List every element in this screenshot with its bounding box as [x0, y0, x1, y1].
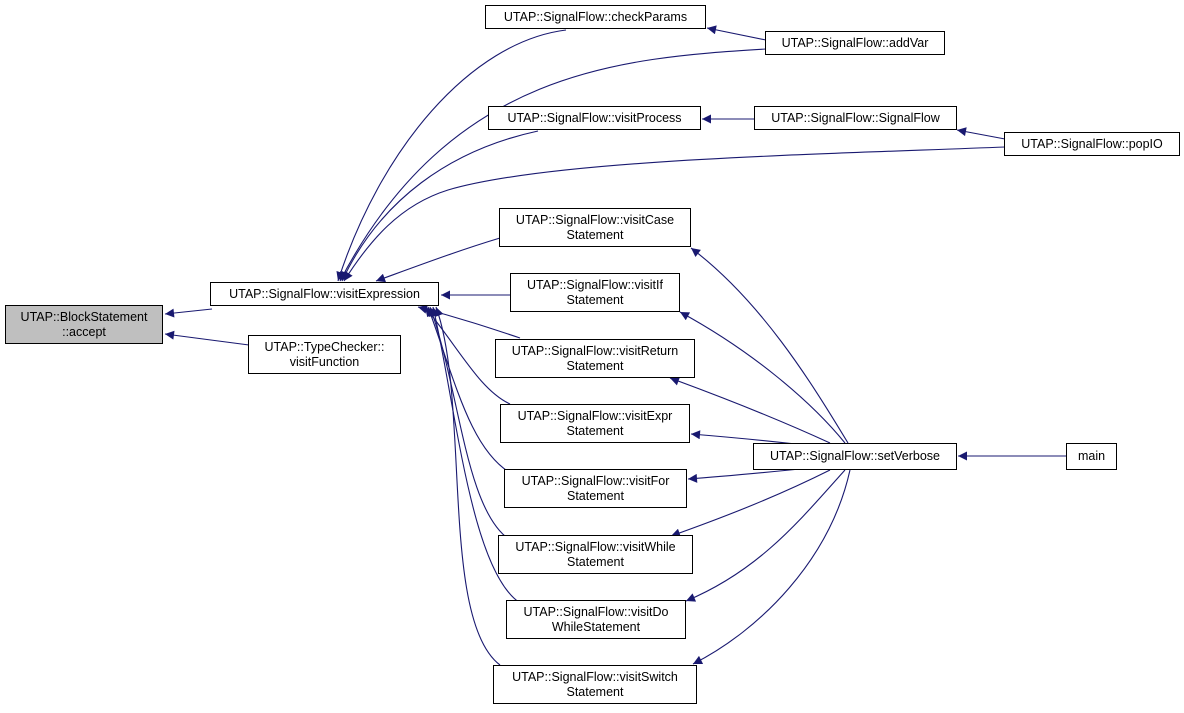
edge-visitprocess-to-visitexpression [341, 130, 539, 282]
node-signalflow-setverbose[interactable]: UTAP::SignalFlow::setVerbose [753, 443, 957, 470]
edge-visitexpression-to-accept [164, 308, 213, 318]
node-main[interactable]: main [1066, 443, 1117, 470]
node-signalflow-visitforstatement[interactable]: UTAP::SignalFlow::visitFor Statement [504, 469, 687, 508]
edge-visitcase-to-visitexpression [375, 237, 501, 283]
edge-addvar-to-checkparams [706, 25, 767, 41]
edge-visitdowhile-to-visitexpression [430, 306, 521, 604]
edge-visitfunction-to-accept [164, 330, 250, 346]
node-signalflow-popio[interactable]: UTAP::SignalFlow::popIO [1004, 132, 1180, 156]
edge-visitswitch-to-visitexpression [434, 306, 501, 666]
edge-popio-to-visitexpression [343, 146, 1006, 282]
node-signalflow-visitprocess[interactable]: UTAP::SignalFlow::visitProcess [488, 106, 701, 130]
node-signalflow-visitdowhilestatement[interactable]: UTAP::SignalFlow::visitDo WhileStatement [506, 600, 686, 639]
edge-popio-to-signalflow [956, 127, 1006, 140]
node-typechecker-visitfunction[interactable]: UTAP::TypeChecker:: visitFunction [248, 335, 401, 374]
node-signalflow-visitswitchstatement[interactable]: UTAP::SignalFlow::visitSwitch Statement [493, 665, 697, 704]
edge-setverbose-to-visitwhile [670, 469, 831, 538]
edge-setverbose-to-visitcase [690, 247, 849, 444]
node-signalflow-visitifstatement[interactable]: UTAP::SignalFlow::visitIf Statement [510, 273, 680, 312]
edge-setverbose-to-visitdowhile [685, 469, 846, 602]
node-signalflow-visitwhilestatement[interactable]: UTAP::SignalFlow::visitWhile Statement [498, 535, 693, 574]
edge-setverbose-to-visitreturn [669, 376, 831, 444]
edge-checkparams-to-visitexpression [336, 29, 567, 282]
node-signalflow-constructor[interactable]: UTAP::SignalFlow::SignalFlow [754, 106, 957, 130]
edge-setverbose-to-visitif [679, 311, 846, 444]
node-signalflow-visitexpression[interactable]: UTAP::SignalFlow::visitExpression [210, 282, 439, 306]
edge-addvar-to-visitexpression [339, 48, 767, 282]
node-signalflow-visitreturnstatement[interactable]: UTAP::SignalFlow::visitReturn Statement [495, 339, 695, 378]
edge-visitfor-to-visitexpression [426, 306, 513, 475]
node-blockstatement-accept: UTAP::BlockStatement ::accept [5, 305, 163, 344]
node-signalflow-visitexprstatement[interactable]: UTAP::SignalFlow::visitExpr Statement [500, 404, 690, 443]
node-signalflow-checkparams[interactable]: UTAP::SignalFlow::checkParams [485, 5, 706, 29]
edge-setverbose-to-visitswitch [692, 469, 851, 665]
node-signalflow-visitcasestatement[interactable]: UTAP::SignalFlow::visitCase Statement [499, 208, 691, 247]
node-signalflow-addvar[interactable]: UTAP::SignalFlow::addVar [765, 31, 945, 55]
